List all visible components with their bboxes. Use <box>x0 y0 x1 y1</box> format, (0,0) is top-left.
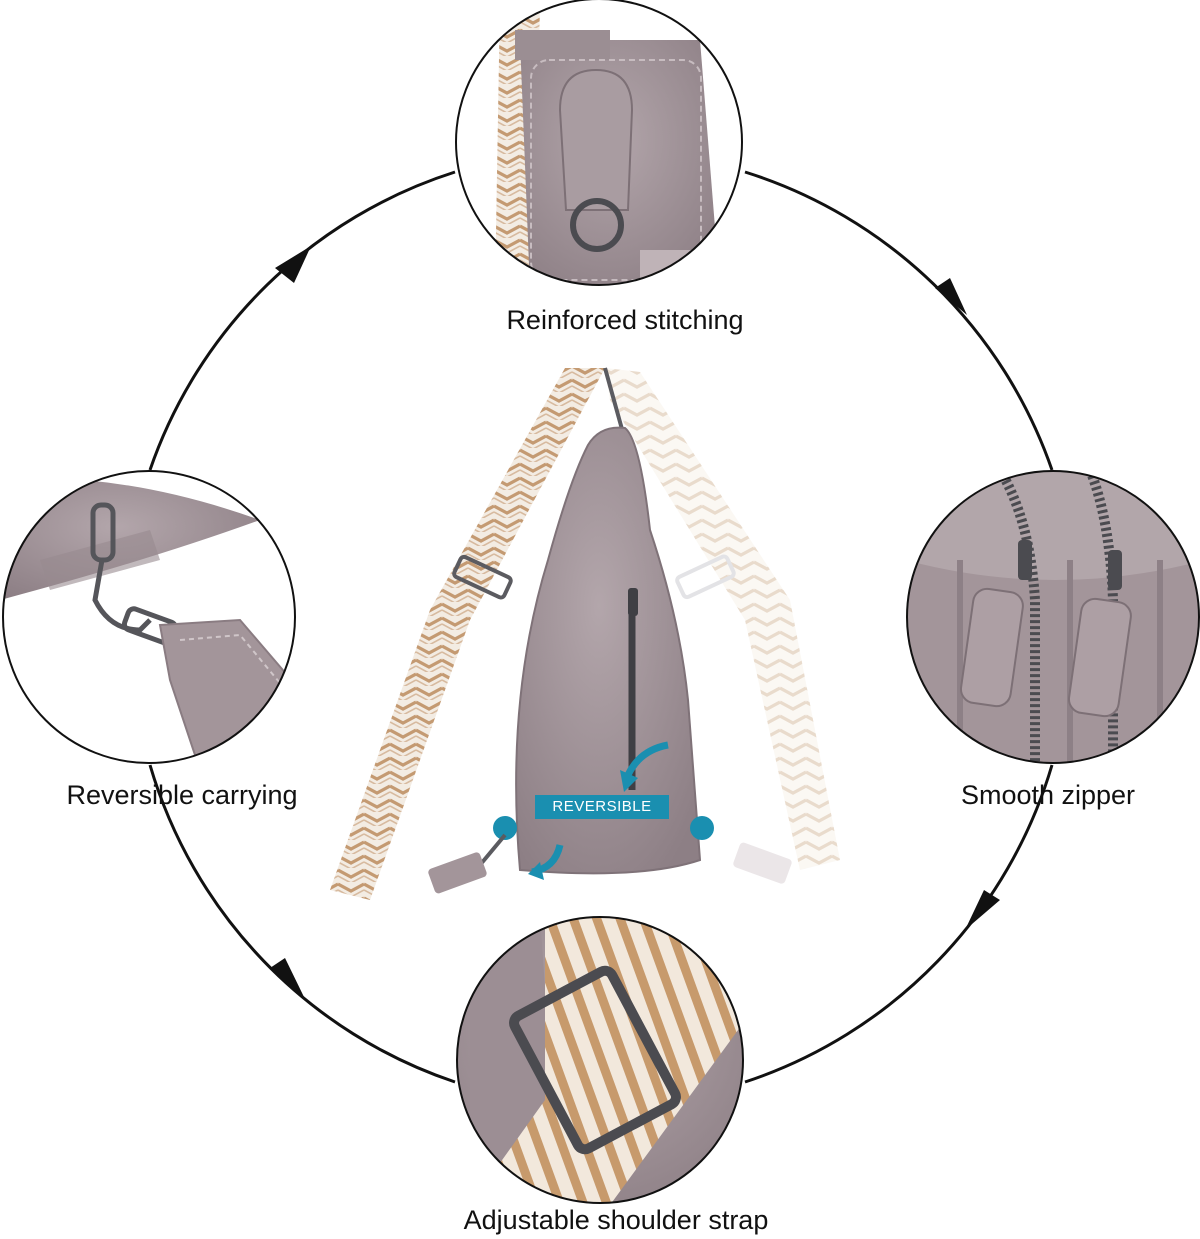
arrow-icon <box>275 246 311 283</box>
caption-adjustable-shoulder-strap: Adjustable shoulder strap <box>463 1205 769 1235</box>
reversible-badge-label: REVERSIBLE <box>552 798 652 815</box>
reversible-badge <box>535 795 669 819</box>
detail-photo-strap-buckle <box>456 916 744 1204</box>
detail-photo-zipper <box>906 470 1200 764</box>
detail-photo-clip <box>2 470 296 764</box>
product-sling-bag <box>330 367 840 900</box>
cycle-ring <box>148 170 1054 1084</box>
caption-reinforced-stitching: Reinforced stitching <box>506 305 744 335</box>
caption-smooth-zipper: Smooth zipper <box>960 780 1136 810</box>
arrow-icon <box>270 958 304 997</box>
detail-photo-stitching <box>455 0 743 286</box>
arrow-icon <box>935 278 967 315</box>
caption-reversible-carrying: Reversible carrying <box>66 780 298 810</box>
arrow-icon <box>965 890 1000 930</box>
